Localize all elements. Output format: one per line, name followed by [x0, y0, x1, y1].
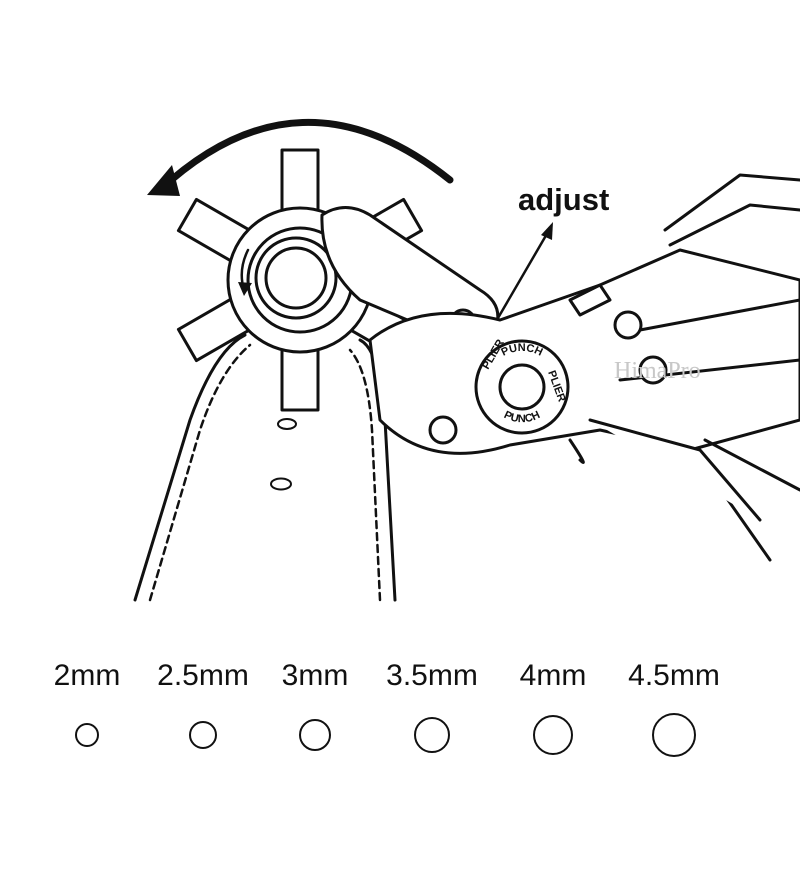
hole-size-label: 2.5mm — [157, 659, 249, 692]
hole-size-circle — [652, 713, 696, 757]
adjust-label: adjust — [518, 182, 610, 217]
hole-size-item: 4.5mm — [614, 650, 734, 757]
belt-hole — [277, 418, 297, 430]
hole-size-item: 2.5mm — [143, 650, 263, 749]
hole-size-item: 3.5mm — [372, 650, 492, 753]
hole-size-circle — [533, 715, 573, 755]
rivet — [428, 415, 458, 445]
rivet — [613, 310, 643, 340]
hole-size-chart: 2mm 2.5mm 3mm 3.5mm 4mm 4.5mm — [0, 650, 800, 770]
hole-size-label: 3mm — [281, 659, 349, 692]
hole-size-label: 2mm — [53, 659, 121, 692]
hole-size-label: 4mm — [519, 659, 587, 692]
rotation-arrow — [147, 118, 454, 196]
svg-text:PUNCH: PUNCH — [499, 342, 544, 359]
hole-size-item: 2mm — [27, 650, 147, 747]
hole-size-item: 3mm — [255, 650, 375, 751]
hole-size-circle — [299, 719, 331, 751]
svg-text:PUNCH: PUNCH — [502, 409, 542, 425]
watermark: HimaPro — [614, 358, 701, 384]
hole-size-circle — [75, 723, 99, 747]
plier-body — [368, 173, 800, 562]
punch-plier-illustration: PUNCH PUNCH PLIER PLIER — [133, 118, 800, 602]
leather-belt — [133, 333, 397, 602]
pivot-disk — [474, 339, 570, 435]
engraving-top-text: PUNCH — [499, 342, 544, 359]
engraving-bottom-text: PUNCH — [502, 409, 542, 425]
adjust-pointer-arrow — [496, 222, 553, 320]
hole-size-label: 4.5mm — [628, 659, 720, 692]
hole-size-item: 4mm — [493, 650, 613, 755]
rivet — [638, 355, 668, 385]
hole-size-circle — [414, 717, 450, 753]
hole-size-circle — [189, 721, 217, 749]
belt-hole — [270, 477, 292, 491]
hole-size-label: 3.5mm — [386, 659, 478, 692]
